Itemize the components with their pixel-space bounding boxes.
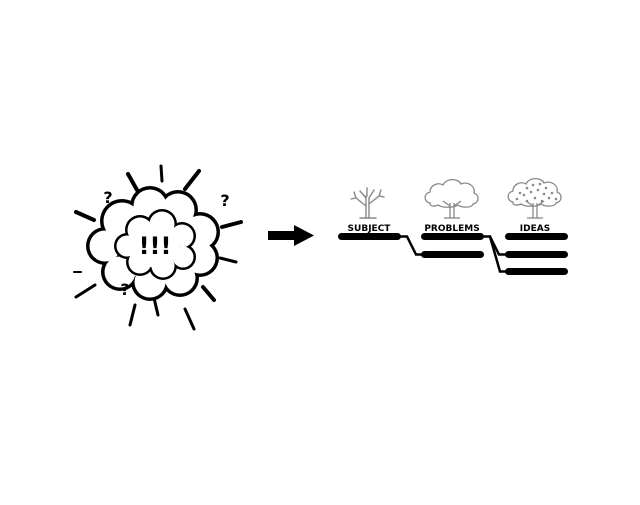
bare-tree-icon (350, 187, 385, 219)
thought-cloud (86, 186, 220, 301)
question-mark-2: ? (220, 191, 229, 210)
question-mark-3: ? (120, 280, 129, 299)
chaos-burst: !!! ? ? ? (73, 164, 243, 331)
problems-to-ideas-connector (488, 235, 507, 273)
right-arrow-icon (268, 225, 314, 246)
question-mark-1: ? (103, 188, 112, 207)
subject-bars (338, 233, 401, 240)
column-label-ideas: IDEAS (520, 224, 550, 234)
leafy-tree-icon (424, 178, 479, 219)
problems-to-ideas-connector (482, 235, 507, 256)
subject-bar (338, 233, 401, 240)
ideas-bar (505, 268, 568, 275)
ideas-bars (505, 233, 568, 275)
burst-rays (73, 164, 243, 331)
problems-bar (421, 233, 484, 240)
ideas-bar (505, 233, 568, 240)
subject-to-problems-connector (399, 235, 423, 256)
ideas-bar (505, 251, 568, 258)
problems-bars (421, 233, 484, 258)
connector-lines (399, 235, 507, 273)
structured-diagram: SUBJECT PROBLEMS IDEAS (338, 177, 568, 275)
fruit-tree-icon (507, 177, 562, 219)
problems-bar (421, 251, 484, 258)
column-label-subject: SUBJECT (348, 224, 392, 234)
column-label-problems: PROBLEMS (424, 224, 479, 234)
exclamation-text: !!! (139, 232, 172, 260)
